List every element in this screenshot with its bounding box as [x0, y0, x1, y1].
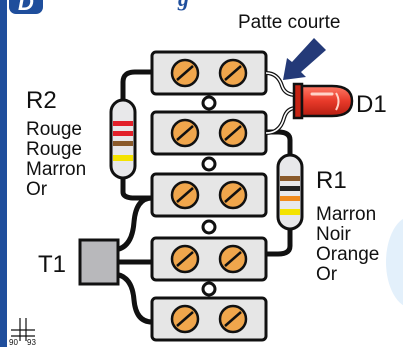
screw-icon: [170, 58, 200, 88]
r1-band-label: Noir: [316, 224, 352, 245]
terminal-row: [150, 296, 268, 342]
side-glow: [386, 218, 403, 306]
screw-icon: [218, 304, 248, 334]
r1-band: [280, 186, 300, 191]
step-badge-letter: D: [18, 0, 34, 15]
screws: [170, 58, 248, 334]
header-title: g: [177, 0, 189, 11]
screw-icon: [170, 118, 200, 148]
screw-icon: [170, 304, 200, 334]
corner-number-left: 90: [9, 338, 18, 347]
step-badge: D: [9, 0, 43, 15]
terminal-row: [150, 236, 268, 282]
r1-band-label: Orange: [316, 244, 379, 265]
short-leg-callout: Patte courte: [238, 12, 340, 33]
screw-icon: [218, 58, 248, 88]
r2-band-label: Marron: [26, 159, 86, 180]
r2-band: [113, 141, 133, 146]
r2-ref: R2: [26, 87, 57, 114]
resistor-r1-body: [276, 153, 304, 231]
transistor-ref: T1: [38, 251, 66, 278]
r1-band-label: Or: [316, 264, 338, 285]
r1-band-label: Marron: [316, 204, 376, 225]
terminal-row: [150, 50, 268, 96]
terminal-row: [150, 110, 268, 156]
terminal-hole: [201, 95, 217, 111]
resistor-r2-body: [109, 98, 137, 180]
r2-band-label: Rouge: [26, 119, 82, 140]
r2-band: [113, 155, 133, 161]
r1-band: [280, 176, 300, 181]
screw-icon: [170, 180, 200, 210]
screw-icon: [170, 244, 200, 274]
terminal-hole: [201, 219, 217, 235]
terminal-hole: [201, 156, 217, 172]
terminal-row: [150, 172, 268, 218]
transistor-body: [78, 238, 120, 286]
terminal-hole: [201, 281, 217, 297]
grid-mark-icon: [11, 318, 35, 341]
r2-band-label: Rouge: [26, 139, 82, 160]
corner-number-right: 93: [27, 338, 36, 347]
screw-icon: [218, 180, 248, 210]
r1-ref: R1: [316, 167, 347, 194]
arrow-icon: [283, 38, 326, 80]
led-icon: [265, 71, 354, 135]
r2-band: [113, 121, 133, 126]
screw-icon: [218, 118, 248, 148]
led-ref: D1: [356, 91, 387, 118]
r1-band: [280, 209, 300, 215]
frame-border: [0, 0, 7, 347]
terminal-block: [150, 50, 268, 342]
wires: [109, 69, 293, 325]
r1-band: [280, 196, 300, 201]
r2-band-label: Or: [26, 179, 48, 200]
screw-icon: [218, 244, 248, 274]
r2-band: [113, 131, 133, 136]
